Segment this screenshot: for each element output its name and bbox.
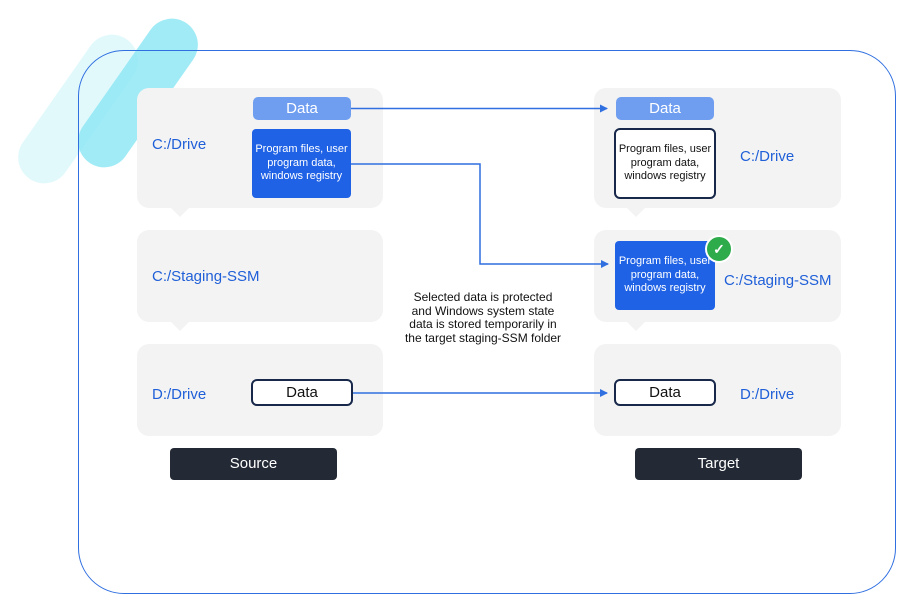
check-circle-icon: ✓ xyxy=(705,235,733,263)
target-staging-notch xyxy=(627,322,645,331)
caption-text: Selected data is protected and Windows s… xyxy=(403,290,563,345)
target-d-data-pill: Data xyxy=(614,379,716,406)
target-data-pill: Data xyxy=(616,97,714,120)
source-program-box-text: Program files, user program data, window… xyxy=(255,143,348,183)
source-staging-label: C:/Staging-SSM xyxy=(152,268,260,285)
source-staging-panel xyxy=(137,230,383,322)
program-files-arrow xyxy=(351,163,609,268)
source-d-drive-label: D:/Drive xyxy=(152,386,207,403)
source-staging-notch xyxy=(171,322,189,331)
target-staging-program-box: Program files, user program data, window… xyxy=(615,241,715,310)
source-c-drive-notch xyxy=(171,208,189,217)
target-staging-label: C:/Staging-SSM xyxy=(724,272,832,289)
source-button[interactable]: Source xyxy=(170,448,337,480)
target-c-drive-label: C:/Drive xyxy=(740,148,795,165)
target-program-box: Program files, user program data, window… xyxy=(614,128,716,199)
caption-text-content: Selected data is protected and Windows s… xyxy=(404,290,562,345)
source-c-drive-label: C:/Drive xyxy=(152,136,207,153)
target-staging-program-box-text: Program files, user program data, window… xyxy=(618,255,712,295)
target-program-box-text: Program files, user program data, window… xyxy=(618,143,712,183)
diagram-frame xyxy=(78,50,896,594)
source-d-data-pill: Data xyxy=(251,379,353,406)
source-data-pill: Data xyxy=(253,97,351,120)
target-button[interactable]: Target xyxy=(635,448,802,480)
target-d-drive-label: D:/Drive xyxy=(740,386,795,403)
target-c-drive-notch xyxy=(627,208,645,217)
source-program-box: Program files, user program data, window… xyxy=(252,129,351,198)
